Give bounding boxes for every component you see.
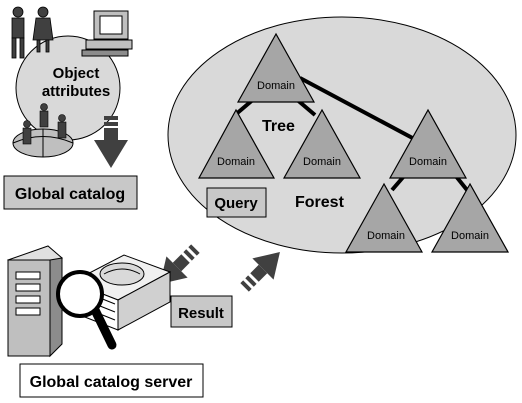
global-catalog-label: Global catalog: [15, 186, 125, 203]
result-box: [170, 295, 233, 328]
domain-label: Domain: [303, 156, 341, 168]
object-attributes-line2: attributes: [42, 83, 110, 100]
object-attributes-line1: Object: [53, 65, 100, 82]
domain-right-triangle: [282, 108, 362, 179]
domain-label: Domain: [257, 80, 295, 92]
computer-icon: [81, 10, 133, 57]
global-catalog-server-label: Global catalog server: [30, 374, 193, 391]
query-box: [206, 187, 267, 218]
domain-labels: Domain Domain Domain Domain Domain Domai…: [217, 80, 489, 242]
domain-left-triangle: [197, 108, 276, 179]
domain-label: Domain: [451, 230, 489, 242]
tree-label: Tree: [262, 118, 295, 135]
forest-label: Forest: [295, 194, 345, 211]
global-catalog-box: [3, 175, 138, 210]
server-icon: [7, 245, 63, 358]
down-arrow: [94, 116, 128, 168]
domain-label: Domain: [409, 156, 447, 168]
domain-triangles: [197, 32, 510, 253]
domain-lower-right-triangle: [430, 182, 510, 253]
user-group-icon: [22, 103, 67, 145]
domain-label: Domain: [217, 156, 255, 168]
domain-lower-left-triangle: [344, 182, 424, 253]
query-label: Query: [214, 195, 258, 212]
domain-second-tree-root-triangle: [388, 108, 468, 179]
domain-root-triangle: [236, 32, 316, 103]
global-catalog-server-box: [19, 363, 204, 398]
result-label: Result: [178, 305, 224, 322]
user-icon: [32, 6, 54, 53]
result-arrow: [240, 252, 280, 292]
domain-label: Domain: [367, 230, 405, 242]
magnifier-icon: [56, 270, 117, 350]
user-icon: [11, 6, 25, 59]
